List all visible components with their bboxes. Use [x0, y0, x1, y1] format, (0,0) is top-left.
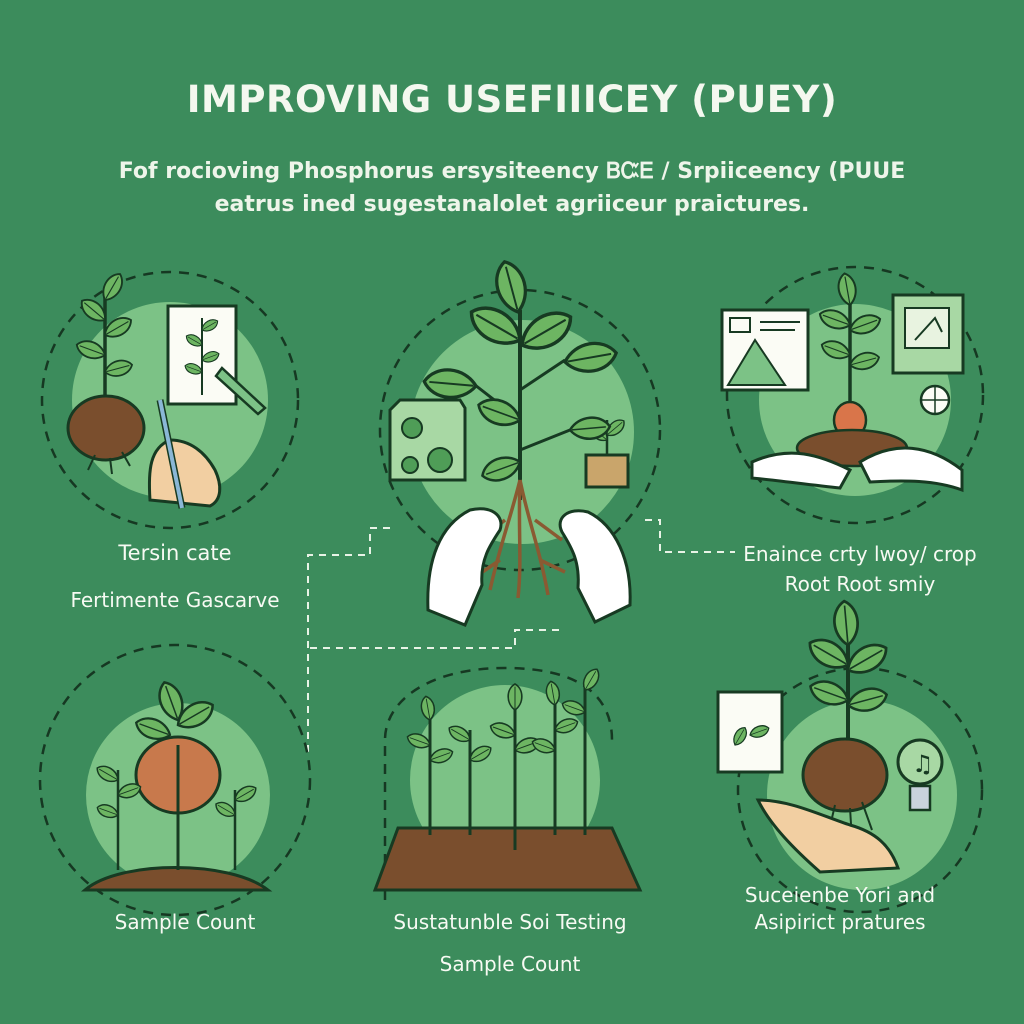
seedling-row-icon: [404, 665, 604, 850]
panel-bottom-right-illustration: ♫: [716, 598, 984, 914]
page-subtitle: Fof rocioving Phosphorus ersysiteency ᏴᏨ…: [0, 155, 1024, 221]
bottom-center-label-1: Sustatunble Soi Testing: [393, 910, 627, 934]
left-hand-icon: [426, 507, 503, 627]
top-left-label-2: Fertimente Gascarve: [70, 588, 280, 612]
panel-bottom-center-illustration: [372, 665, 643, 900]
subtitle-line-1: Fof rocioving Phosphorus ersysiteency ᏴᏨ…: [118, 159, 906, 184]
bottom-center-label-2: Sample Count: [439, 952, 581, 976]
panel-top-right-illustration: [720, 265, 985, 525]
connector-lines: [307, 519, 735, 752]
soil-bed-icon: [372, 826, 643, 892]
music-note-icon: [896, 738, 944, 786]
top-right-label-1: Enaince crty lwoy/ crop: [743, 542, 977, 566]
root-ball-icon: [801, 737, 889, 813]
bottom-left-label: Sample Count: [114, 910, 256, 934]
top-right-label-2: Root Root smiy: [784, 572, 936, 596]
soil-mound-icon: [80, 866, 273, 892]
panel-bottom-left-illustration: [38, 643, 312, 917]
leaf-card-icon: [716, 690, 784, 774]
seedling-box-icon: [584, 453, 630, 489]
pen-icon: [214, 366, 267, 416]
page-title: IMPROVING USEFIIICEY (PUEY): [186, 78, 838, 121]
bottom-right-label-1: Suceienbe Yori and: [744, 883, 936, 907]
panel-top-left-illustration: [40, 269, 300, 530]
subtitle-line-2: eatrus ined sugestanalolet agriiceur pra…: [214, 192, 810, 217]
root-ball-icon: [66, 394, 146, 462]
top-left-label-1: Tersin cate: [118, 541, 232, 565]
hand-icon: [147, 438, 222, 508]
leaf-chart-card-icon: [388, 398, 467, 482]
panel-center-illustration: [378, 256, 662, 627]
hand-icon: [755, 798, 901, 874]
svg-text:♫: ♫: [912, 750, 934, 778]
bottom-right-label-2: Asipirict pratures: [754, 910, 926, 934]
right-hand-icon: [558, 509, 632, 624]
